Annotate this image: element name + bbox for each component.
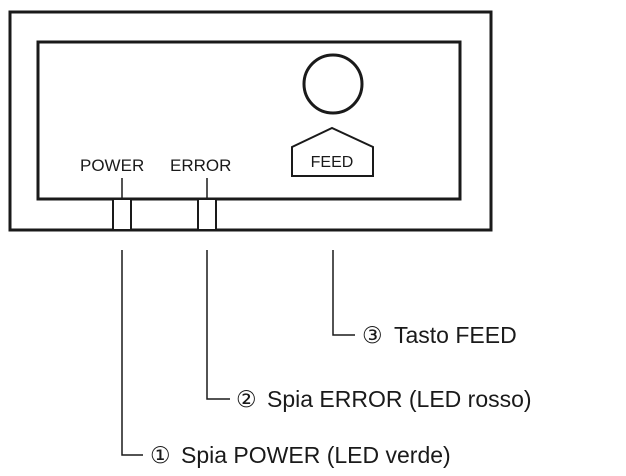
feed-button[interactable]: FEED: [291, 126, 374, 177]
error-led: [197, 198, 217, 231]
power-led: [112, 198, 132, 231]
callout-label: Spia ERROR (LED rosso): [267, 386, 532, 412]
error-label: ERROR: [170, 156, 231, 175]
callout-marker: ②: [236, 386, 257, 412]
printer-housing: [8, 10, 493, 232]
control-panel: [36, 40, 462, 201]
callout-label: Spia POWER (LED verde): [181, 442, 451, 468]
callout-error: ② Spia ERROR (LED rosso): [236, 386, 532, 412]
callout-marker: ①: [150, 442, 171, 468]
feed-button-shape: [291, 126, 374, 177]
feed-leader-line: [332, 250, 355, 336]
error-leader-line: [206, 250, 230, 400]
power-leader-line: [121, 250, 143, 456]
round-button[interactable]: [302, 53, 364, 115]
power-label: POWER: [80, 156, 144, 175]
feed-button-label: FEED: [311, 154, 354, 171]
callout-marker: ③: [362, 322, 383, 348]
callout-label: Tasto FEED: [394, 322, 517, 348]
callout-power: ① Spia POWER (LED verde): [150, 442, 451, 468]
callout-feed: ③ Tasto FEED: [362, 322, 517, 348]
